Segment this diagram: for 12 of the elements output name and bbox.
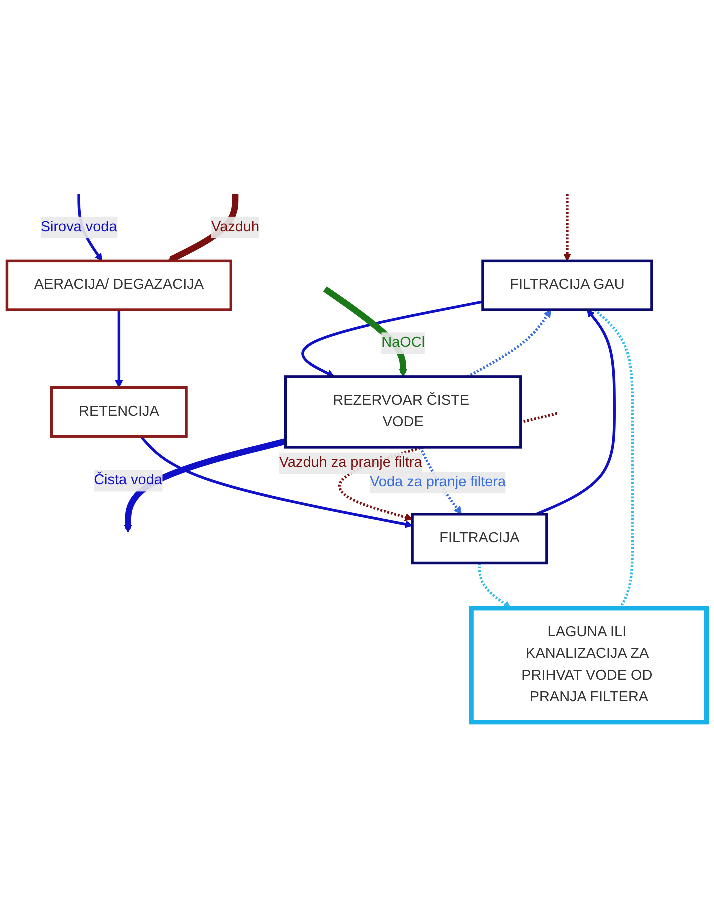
process-box: FILTRACIJA bbox=[411, 513, 548, 565]
process-box: LAGUNA ILI KANALIZACIJA ZA PRIHVAT VODE OD PRANJA FILTERA bbox=[469, 606, 710, 725]
arrow bbox=[115, 310, 124, 388]
process-box: FILTRACIJA GAU bbox=[482, 260, 654, 312]
process-box: REZERVOAR ČISTE VODE bbox=[284, 376, 522, 449]
arrow bbox=[140, 436, 413, 528]
process-box: RETENCIJA bbox=[50, 386, 188, 438]
arrow bbox=[124, 438, 287, 533]
arrow bbox=[302, 300, 484, 378]
arrow bbox=[536, 310, 616, 516]
arrow bbox=[564, 194, 572, 262]
process-box: AERACIJA/ DEGAZACIJA bbox=[6, 260, 232, 312]
